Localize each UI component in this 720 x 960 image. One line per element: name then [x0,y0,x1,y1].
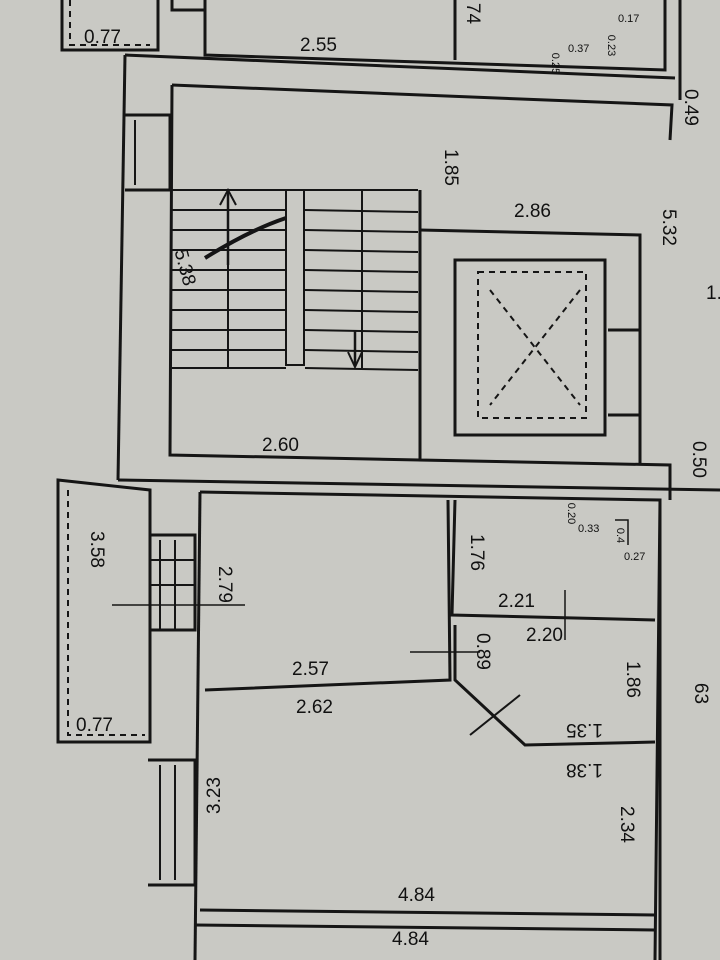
lift-hall-length-label: 5.32 [657,209,679,246]
bath-depth-label: 1.76 [465,534,487,571]
top-right-a-label: 74 [462,2,484,25]
left-outer-wall [116,54,127,481]
staircase [172,187,419,371]
right-edge-label: 1. [706,283,720,304]
right-wall-top-label: 0.49 [679,89,701,126]
apartment-left-wall [193,491,202,960]
top-right-b-label: 0.17 [618,13,640,25]
bath-width-bottom-label: 2.20 [526,625,563,646]
lift-cabin-dashes [477,271,587,419]
room2-width-bottom-label: 4.84 [398,885,435,906]
balcony-length-label: 3.58 [85,531,107,568]
lift-cross-icon [489,289,581,406]
bath-width-top-label: 2.21 [498,591,535,612]
lift [453,258,642,437]
bath-bottom-wall [450,499,656,622]
hall-right-label: 1.86 [621,661,643,698]
room2-width-top-label: 2.62 [296,697,333,718]
room2-length-label: 3.23 [203,777,225,814]
up-arrow-icon [219,187,237,206]
bath-small-b-label: 0.33 [578,523,600,535]
top-balcony-dashes [69,0,150,46]
lower-balcony-outline [56,478,152,744]
next-room-width-label: 4.84 [392,929,429,950]
lower-balcony-dashes [67,490,145,736]
top-right-c-label: 0.23 [605,34,618,57]
corridor-wall [203,0,667,72]
balcony-bottom-width-label: 0.77 [76,715,113,736]
room2-right-label: 2.34 [615,806,637,843]
lift-shaft-outline [419,228,642,465]
balcony-top-width-label: 0.77 [84,27,121,48]
down-arrow-icon [347,351,363,370]
corridor-width-label: 2.55 [300,35,337,56]
room1-length-label: 2.79 [213,566,235,603]
window-niche-top [125,113,172,192]
hall-cut-label: 0.89 [471,633,493,670]
bath-small-a-label: 0.20 [565,502,578,525]
diag-b-label: 1.38 [566,759,603,780]
top-wall-stub [170,0,205,12]
lift-door-niche [608,328,642,417]
diag-a-label: 1.35 [566,719,603,740]
balcony-dashes [67,0,150,736]
corridor-lower-wall [124,53,676,80]
stair-hall-top [171,83,674,141]
bath-small-d-label: 0.27 [624,551,646,563]
window-niche-mid [150,533,197,632]
top-balcony-outline [60,0,160,52]
window-marks [134,120,195,880]
room1-wall [204,499,452,692]
stair-hall-left [168,84,421,462]
bath-small-c-label: 0.4 [614,527,627,544]
door-swing-line [469,694,521,736]
walls [56,0,720,960]
dimension-lines [112,519,629,736]
top-right-d-label: 0.37 [568,43,590,55]
top-right-e-label: 0.25 [549,52,562,75]
lift-hall-width-label: 2.86 [514,201,551,222]
stair-depth-label: 1.85 [439,149,461,186]
lift-shaft [453,258,607,437]
stair-curve [203,216,287,260]
stair-right-wall [418,190,672,500]
apartment-top-wall [117,478,720,492]
room2-bottom-wall [199,908,656,917]
bath-notch [615,519,629,545]
right-edge-b-label: 63 [690,682,712,705]
next-room-top-wall [194,923,656,932]
right-wall-mid-label: 0.50 [687,441,709,478]
room1-width-label: 2.57 [292,659,329,680]
landing-width-label: 2.60 [262,435,299,456]
window-niche-low [148,758,197,887]
stair-stringer [285,189,305,366]
